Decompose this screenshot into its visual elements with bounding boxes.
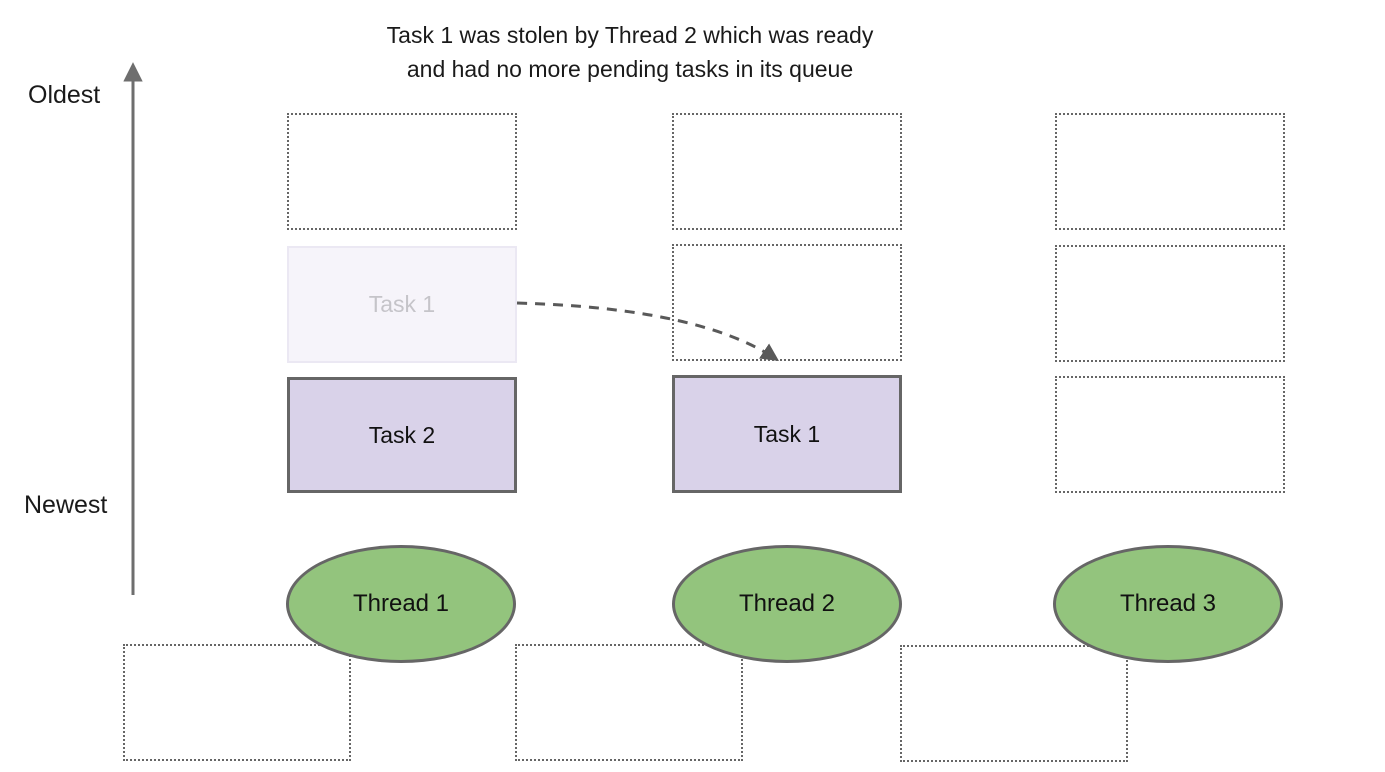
title-line-1: Task 1 was stolen by Thread 2 which was … — [386, 22, 874, 48]
thread-2-ellipse: Thread 2 — [672, 545, 902, 663]
thread2-empty-slot-1 — [672, 113, 902, 230]
thread-1-ellipse: Thread 1 — [286, 545, 516, 663]
thread1-task-2: Task 2 — [287, 377, 517, 493]
thread-3-ellipse: Thread 3 — [1053, 545, 1283, 663]
thread1-stolen-task-ghost: Task 1 — [287, 246, 517, 363]
thread3-empty-slot-2 — [1055, 245, 1285, 362]
thread1-stolen-task-ghost-label: Task 1 — [368, 291, 436, 317]
thread1-task-2-label: Task 2 — [368, 421, 436, 448]
title-line-2: and had no more pending tasks in its que… — [406, 56, 854, 82]
empty-queue-slot-bottom-1 — [123, 644, 351, 761]
thread2-task-1-label: Task 1 — [753, 420, 821, 447]
thread1-empty-slot-oldest — [287, 113, 517, 230]
empty-queue-slot-bottom-2 — [515, 644, 743, 761]
empty-queue-slot-bottom-3 — [900, 645, 1128, 762]
thread3-empty-slot-3 — [1055, 376, 1285, 493]
thread2-empty-slot-2 — [672, 244, 902, 361]
diagram-title: Task 1 was stolen by Thread 2 which was … — [330, 18, 930, 86]
thread-2-label: Thread 2 — [738, 590, 836, 617]
thread3-empty-slot-1 — [1055, 113, 1285, 230]
axis-label-oldest: Oldest — [28, 81, 101, 109]
axis-label-newest: Newest — [24, 491, 108, 519]
thread-1-label: Thread 1 — [352, 590, 450, 617]
thread-3-label: Thread 3 — [1119, 590, 1217, 617]
thread2-task-1-stolen: Task 1 — [672, 375, 902, 493]
